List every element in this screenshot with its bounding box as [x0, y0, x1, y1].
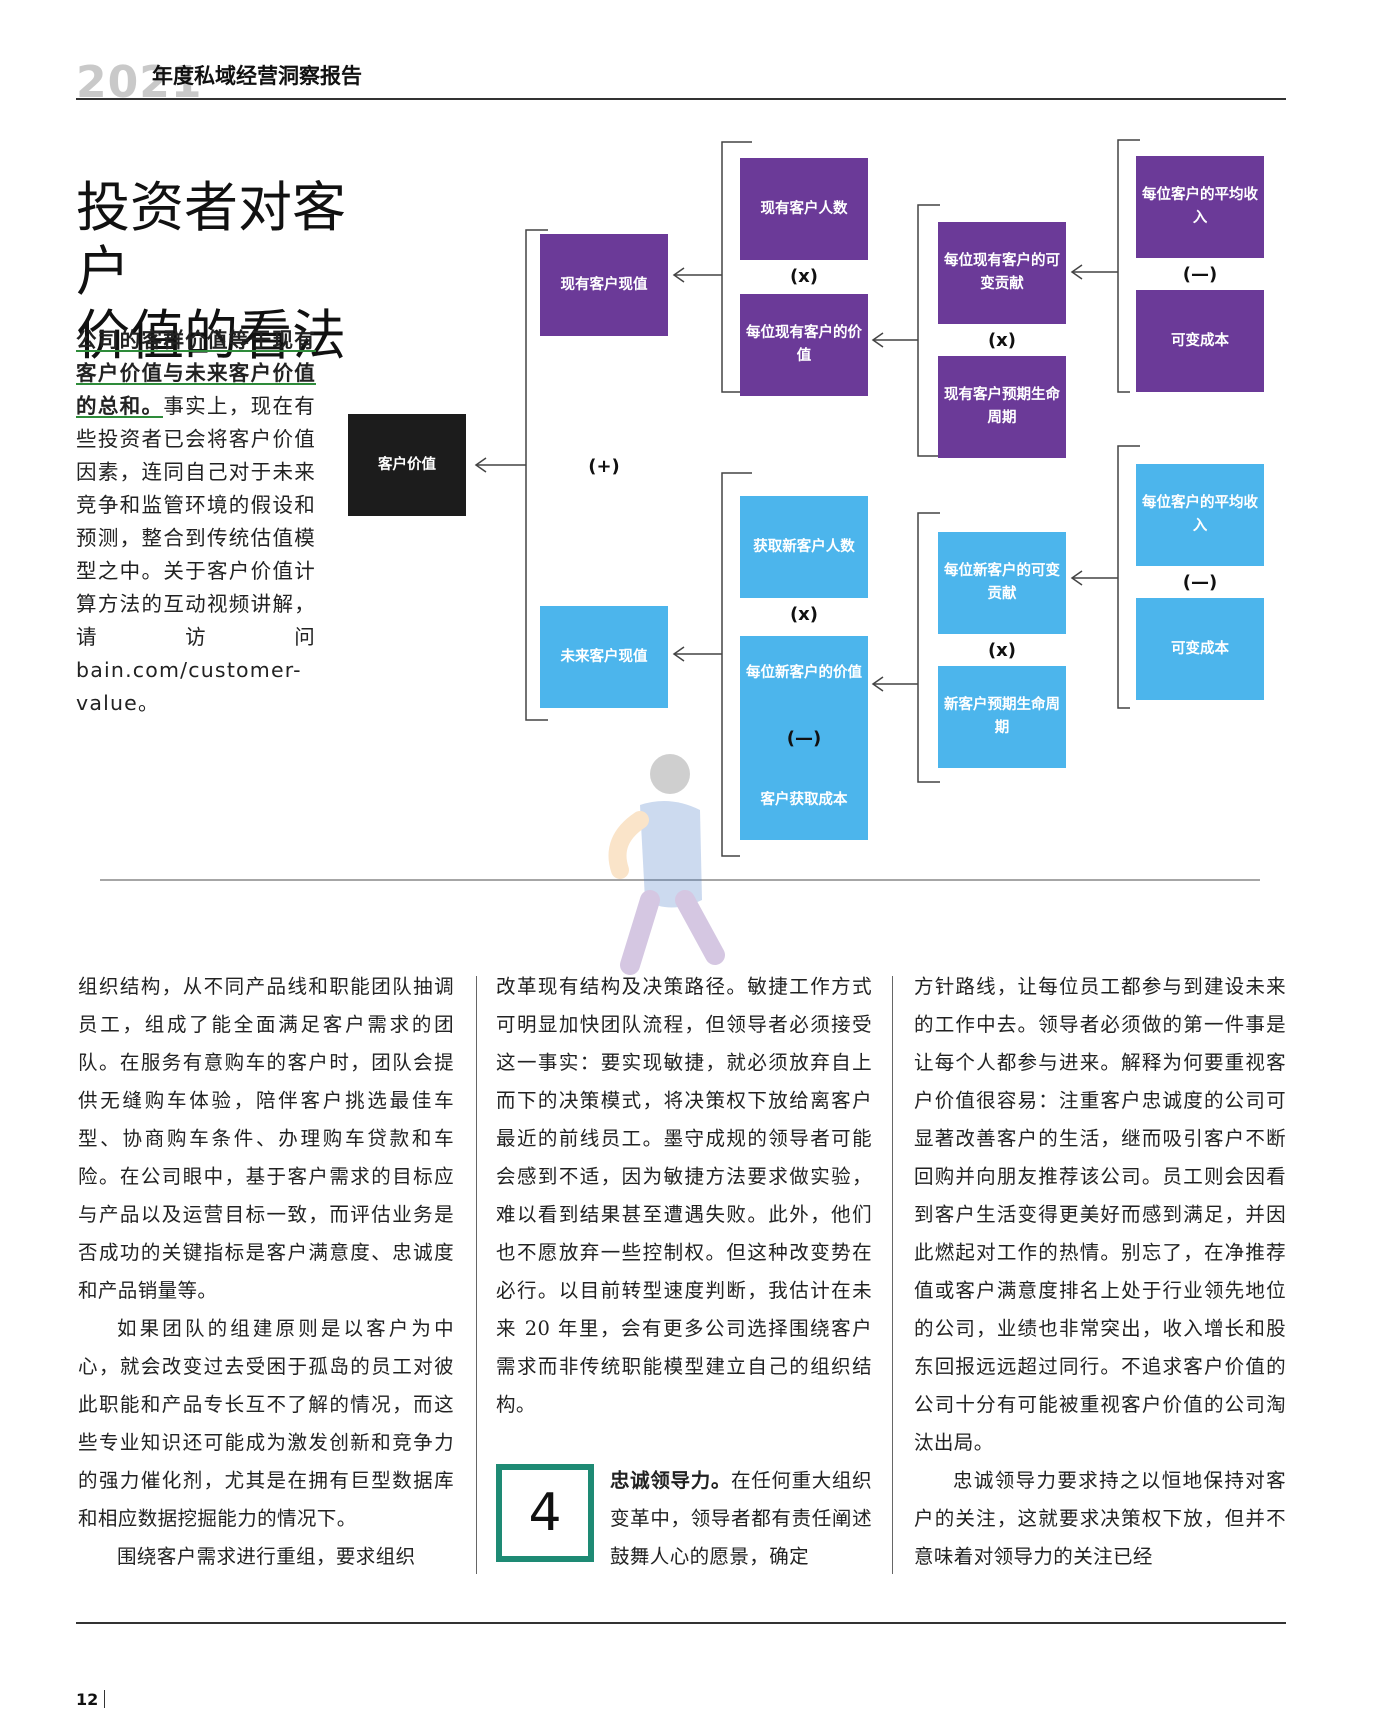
section-heading: 忠诚领导力。 — [610, 1469, 732, 1492]
body-column-1: 组织结构，从不同产品线和职能团队抽调员工，组成了能全面满足客户需求的团队。在服务… — [78, 968, 454, 1576]
body-column-3: 方针路线，让每位员工都参与到建设未来的工作中去。领导者必须做的第一件事是让每个人… — [914, 968, 1286, 1576]
new-customer-count-box: 获取新客户人数 — [740, 496, 868, 598]
lead-text-3: 价值的总和。 — [76, 361, 316, 418]
column-paragraph: 忠诚领导力要求持之以恒地保持对客户的关注，这就要求决策权下放，但并不意味着对领导… — [914, 1469, 1286, 1568]
column-divider — [892, 976, 893, 1574]
column-paragraph: 改革现有结构及决策路径。敏捷工作方式可明显加快团队流程，但领导者必须接受这一事实… — [496, 975, 872, 1416]
diagram-connectors — [100, 139, 1260, 881]
footer-divider — [76, 1622, 1286, 1624]
report-title: 年度私域经营洞察报告 — [152, 63, 362, 88]
new-value-per-customer-box: 每位新客户的价值 — [740, 636, 868, 736]
intro-body: 事实上，现在有些投资者已会将客户价值因素，连同自己对于未来竞争和监管环境的假设和… — [76, 394, 316, 715]
times-operator: (x) — [987, 640, 1017, 661]
section-title-line2: 价值的看法 — [76, 304, 346, 367]
minus-operator: (—) — [1182, 264, 1218, 285]
intro-text: 公司的客群价值等于现有客户价值与未来客户价值的总和。事实上，现在有些投资者已会将… — [76, 324, 316, 720]
watermark-figure — [608, 754, 725, 975]
new-variable-cost-box: 可变成本 — [1136, 598, 1264, 700]
existing-customer-pv-box: 现有客户现值 — [540, 234, 668, 336]
times-operator: (x) — [789, 604, 819, 625]
minus-operator: (—) — [786, 728, 822, 749]
existing-contribution-box: 每位现有客户的可变贡献 — [938, 222, 1066, 324]
existing-variable-cost-box: 可变成本 — [1136, 290, 1264, 392]
page-number: 12 — [76, 1690, 99, 1709]
new-contribution-box: 每位新客户的可变贡献 — [938, 532, 1066, 634]
header-divider — [76, 98, 1286, 100]
existing-value-per-customer-box: 每位现有客户的价值 — [740, 294, 868, 396]
section-number-badge: 4 — [496, 1464, 594, 1562]
plus-operator: (+) — [588, 456, 620, 477]
lead-text-2: 有客户价值与未来客户 — [76, 328, 316, 385]
section-title: 投资者对客户 价值的看法 — [76, 176, 376, 368]
section-title-line1: 投资者对客户 — [76, 176, 346, 303]
body-column-2: 改革现有结构及决策路径。敏捷工作方式可明显加快团队流程，但领导者必须接受这一事实… — [496, 968, 872, 1424]
column-paragraph: 方针路线，让每位员工都参与到建设未来的工作中去。领导者必须做的第一件事是让每个人… — [914, 975, 1286, 1454]
lead-text-1: 公司的客群价值等于现 — [76, 328, 295, 352]
minus-operator: (—) — [1182, 572, 1218, 593]
new-avg-income-box: 每位客户的平均收入 — [1136, 464, 1264, 566]
existing-customer-count-box: 现有客户人数 — [740, 158, 868, 260]
root-customer-value-box: 客户价值 — [348, 414, 466, 516]
column-paragraph: 组织结构，从不同产品线和职能团队抽调员工，组成了能全面满足客户需求的团队。在服务… — [78, 975, 454, 1302]
times-operator: (x) — [789, 266, 819, 287]
acquisition-cost-box: 客户获取成本 — [740, 736, 868, 840]
column-divider — [476, 976, 477, 1574]
existing-lifetime-box: 现有客户预期生命周期 — [938, 356, 1066, 458]
column-paragraph: 如果团队的组建原则是以客户为中心，就会改变过去受困于孤岛的员工对彼此职能和产品专… — [78, 1317, 454, 1530]
column-paragraph: 在任何重大组织变革中，领导者都有责任阐述鼓舞人心的愿景，确定 — [610, 1469, 872, 1568]
section-4-text: 忠诚领导力。在任何重大组织变革中，领导者都有责任阐述鼓舞人心的愿景，确定 — [610, 1462, 872, 1576]
page-number-separator — [104, 1690, 105, 1708]
existing-avg-income-box: 每位客户的平均收入 — [1136, 156, 1264, 258]
column-paragraph: 围绕客户需求进行重组，要求组织 — [117, 1545, 416, 1568]
times-operator: (x) — [987, 330, 1017, 351]
new-lifetime-box: 新客户预期生命周期 — [938, 666, 1066, 768]
future-customer-pv-box: 未来客户现值 — [540, 606, 668, 708]
